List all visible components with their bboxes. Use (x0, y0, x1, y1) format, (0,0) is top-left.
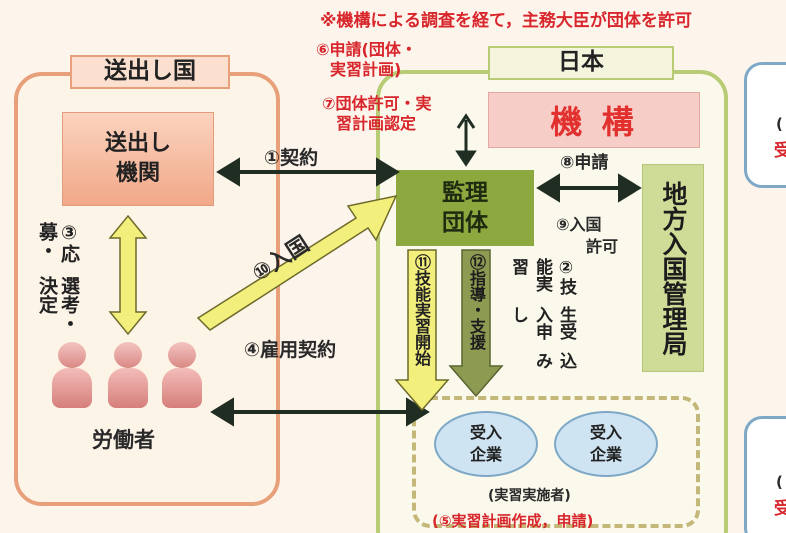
step-3-line1: ③応募・ (36, 222, 80, 263)
workers-label: 労働者 (92, 428, 155, 452)
step-3-selection: ③応募・ 選考・決定 (36, 222, 80, 342)
entry-arrow (196, 194, 398, 331)
step-2-line1: ②技能実習 (508, 258, 576, 295)
kikou-box: 機 構 (488, 92, 700, 148)
step-11-label: ⑪技能実習開始 (412, 254, 431, 366)
sending-agency-line1: 送出し (104, 131, 171, 156)
sending-agency-box: 送出し 機関 (62, 112, 214, 206)
receiving-company: 受入 企業 (554, 411, 658, 477)
step-9-label: ⑨入国 許可 (556, 214, 618, 258)
application-arrow-8 (536, 173, 642, 203)
immigration-bureau-label: 地方入国管理局 (659, 180, 688, 356)
right-edge-box-bottom (744, 416, 786, 533)
employment-contract-arrow (210, 397, 430, 427)
company-label: 受入 企業 (469, 423, 502, 464)
step-2-label: ②技能実習 生受入申し 込み (506, 258, 578, 370)
step-8-label: ⑧申請 (560, 153, 609, 173)
step-1-label: ①契約 (264, 147, 319, 169)
supervising-org-line1: 監理 (442, 180, 488, 206)
implementers-label: (実習実施者) (488, 488, 571, 504)
step-9-line2: 許可 (586, 237, 619, 256)
step-5-label: (⑤実習計画作成，申請) (432, 512, 594, 530)
step-6-line2: 実習計画) (330, 60, 402, 79)
selection-arrow (108, 214, 148, 336)
receiving-company: 受入 企業 (434, 411, 538, 477)
kikou-arrow (455, 113, 477, 167)
sending-country-region (14, 72, 280, 506)
step-3-line2: 選考・決定 (36, 276, 80, 334)
guidance-arrow (448, 249, 504, 398)
worker-icon (52, 342, 92, 408)
japan-label: 日本 (488, 46, 674, 80)
supervising-org-box: 監理 団体 (396, 170, 534, 246)
right-edge-char-bottom: 受 (774, 499, 786, 519)
step-4-label: ④雇用契約 (244, 339, 337, 361)
step-9-line1: ⑨入国 (556, 215, 602, 234)
sending-agency-line2: 機関 (115, 161, 160, 186)
top-note: ※機構による調査を経て，主務大臣が団体を許可 (320, 11, 692, 31)
company-label: 受入 企業 (589, 423, 622, 464)
right-edge-paren-top: ( (776, 115, 783, 133)
supervising-org-line2: 団体 (442, 210, 488, 236)
step-6-label: ⑥申請(団体・ 実習計画) (316, 40, 417, 80)
step-7-line2: 習計画認定 (336, 114, 417, 133)
step-2-line2: 生受入申し (508, 305, 576, 340)
step-12-label: ⑫指導・支援 (467, 254, 486, 350)
immigration-bureau-box: 地方入国管理局 (642, 164, 704, 372)
step-6-line1: ⑥申請(団体・ (316, 40, 417, 59)
implementers-region (412, 396, 700, 528)
right-edge-box-top (744, 62, 786, 188)
right-edge-char-top: 受 (774, 141, 786, 161)
worker-icon (108, 342, 148, 408)
sending-country-label: 送出し国 (70, 55, 230, 89)
worker-icon (162, 342, 202, 408)
kikou-label: 機 構 (550, 103, 638, 141)
step-7-label: ⑦団体許可・実 習計画認定 (322, 94, 432, 134)
step-2-line3: 込み (532, 351, 576, 369)
start-training-arrow (394, 249, 450, 412)
step-7-line1: ⑦団体許可・実 (322, 94, 432, 113)
right-edge-paren-bottom: ( (776, 473, 783, 491)
contract-arrow (216, 157, 400, 187)
